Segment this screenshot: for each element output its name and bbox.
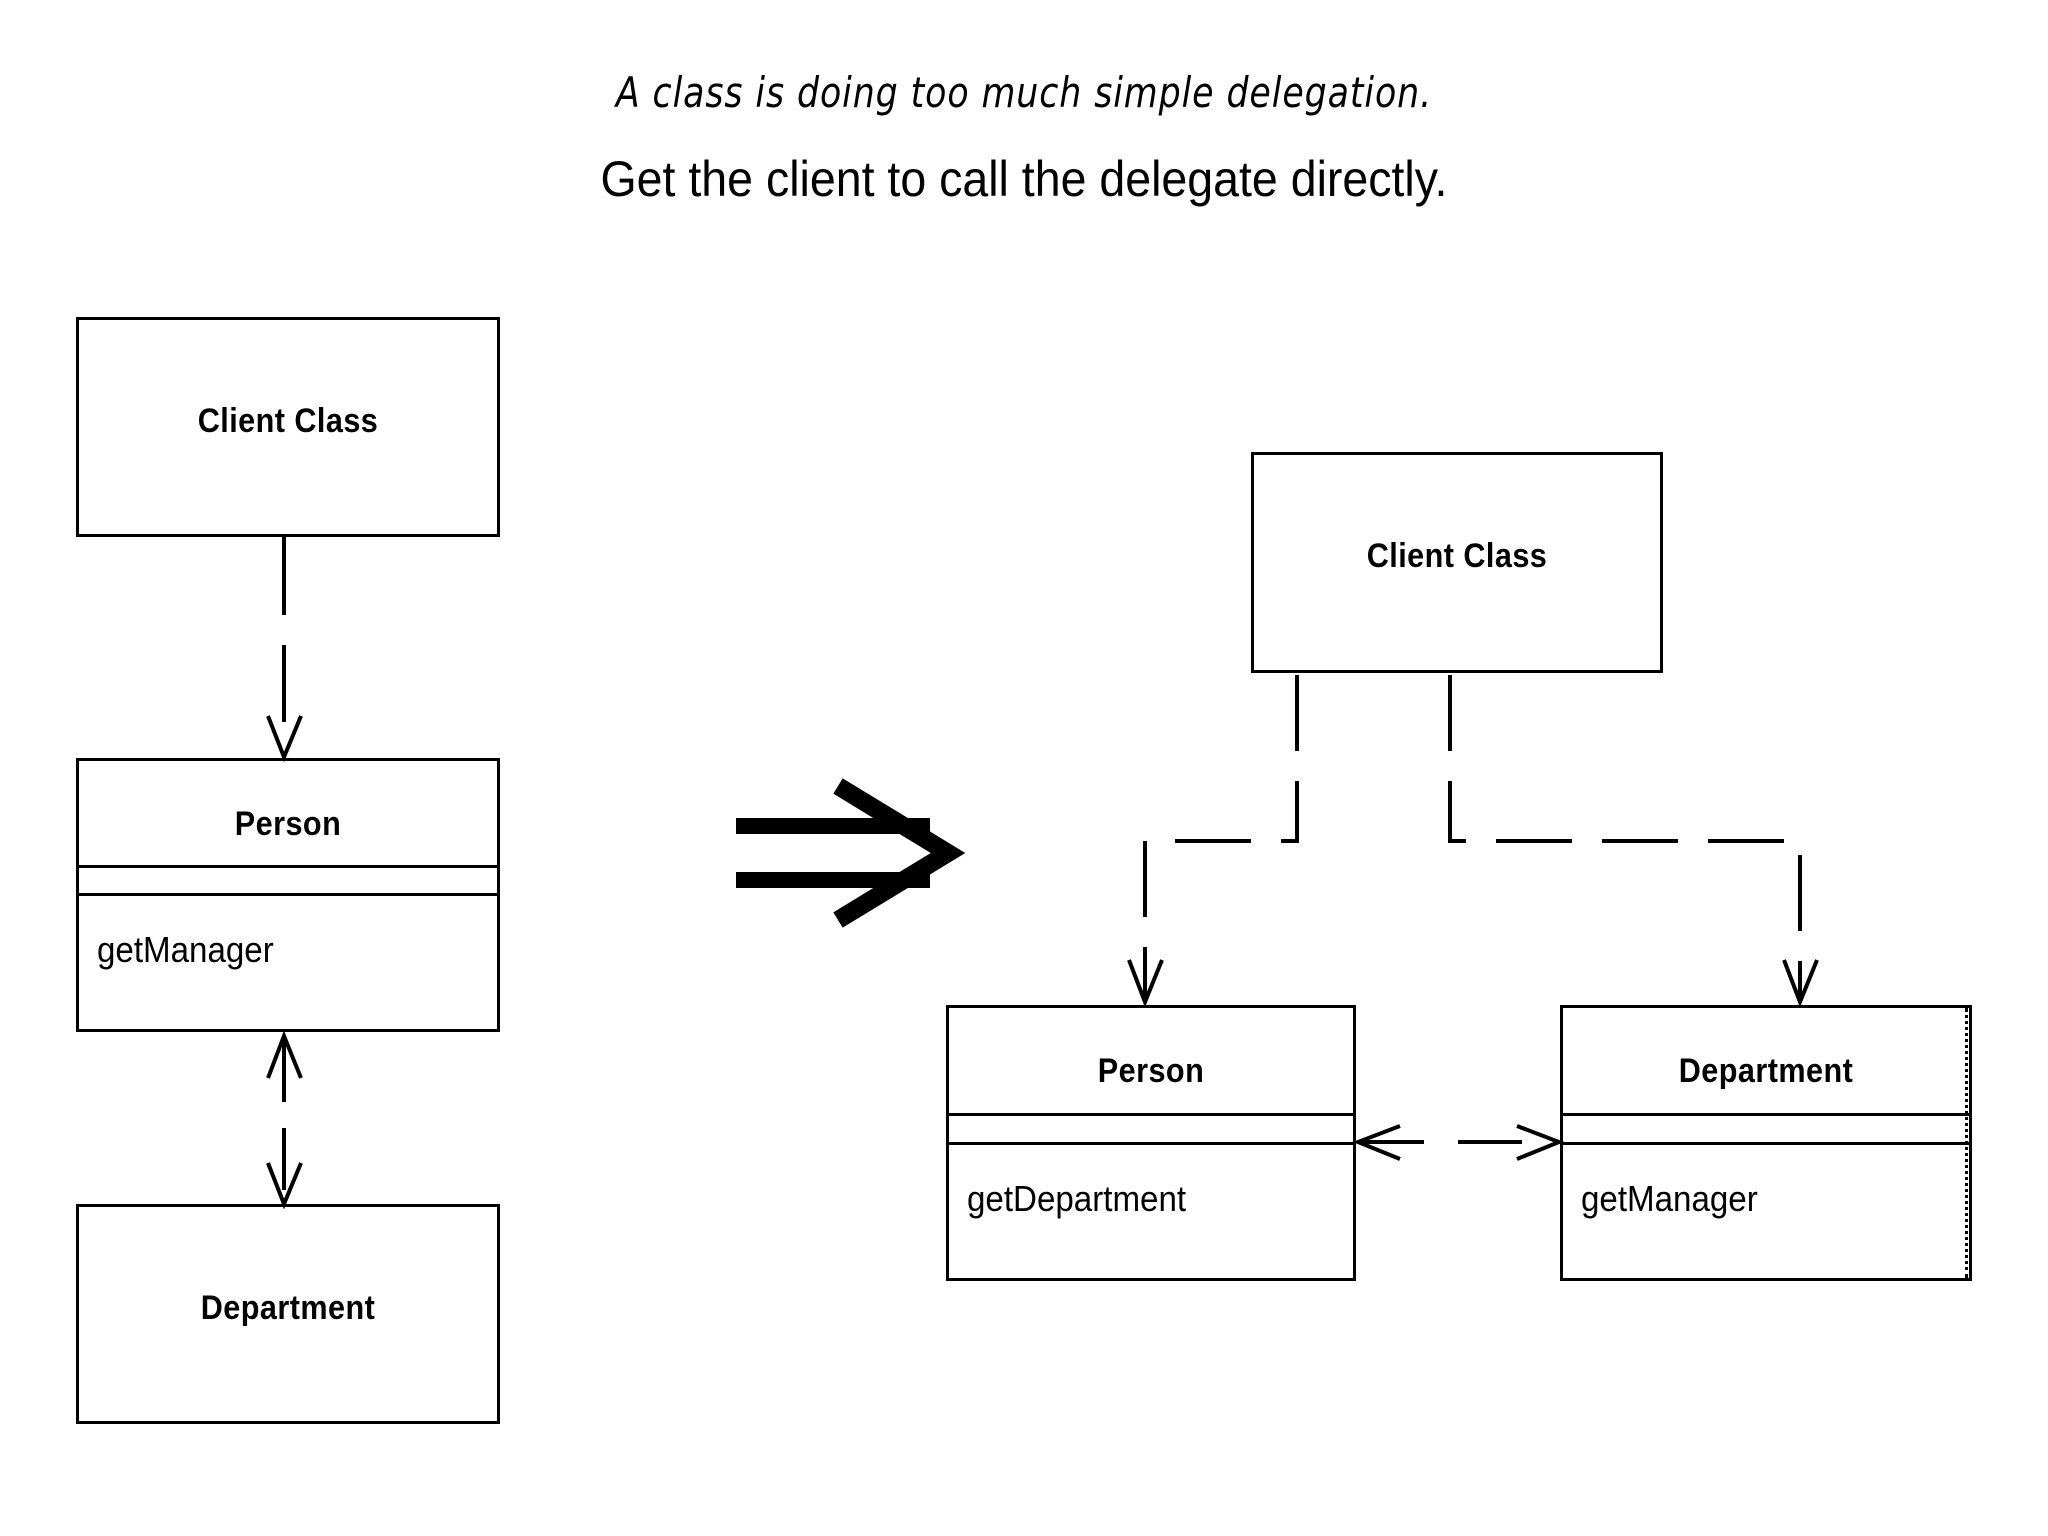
- before-person-method-getmanager: getManager: [97, 929, 274, 970]
- before-class-box-client[interactable]: Client Class: [76, 317, 500, 537]
- after-department-compartment-divider-1: [1563, 1113, 1969, 1116]
- after-department-method-getmanager: getManager: [1581, 1178, 1758, 1219]
- before-connector-client-to-person: [266, 537, 303, 763]
- after-connector-person-department: [1352, 1124, 1565, 1161]
- after-class-box-department[interactable]: Department getManager: [1560, 1005, 1972, 1281]
- after-class-box-client[interactable]: Client Class: [1251, 452, 1663, 673]
- before-arrowhead-person-up: [266, 1030, 303, 1079]
- before-arrowhead-department-down: [266, 1162, 303, 1210]
- after-person-compartment-divider-1: [949, 1113, 1353, 1116]
- before-class-title-client: Client Class: [197, 402, 379, 440]
- before-arrowhead-person: [266, 715, 303, 763]
- after-class-title-client: Client Class: [1366, 537, 1548, 575]
- transform-double-arrow-icon: [736, 778, 966, 928]
- after-class-box-person[interactable]: Person getDepartment: [946, 1005, 1356, 1281]
- before-class-box-person[interactable]: Person getManager: [76, 758, 500, 1032]
- before-person-compartment-divider-2: [79, 893, 497, 896]
- after-connector-client-to-person: [1127, 675, 1299, 1008]
- before-connector-person-department: [266, 1030, 303, 1210]
- after-department-compartment-divider-2: [1563, 1142, 1969, 1145]
- after-arrowhead-department: [1782, 959, 1819, 1008]
- caption-solution-statement: Get the client to call the delegate dire…: [600, 151, 1448, 207]
- after-person-compartment-divider-2: [949, 1142, 1353, 1145]
- after-dep-line-client-person: [1143, 675, 1299, 1001]
- after-arrowhead-department-right: [1516, 1124, 1565, 1161]
- caption-problem-statement: A class is doing too much simple delegat…: [615, 68, 1433, 117]
- before-person-compartment-divider-1: [79, 865, 497, 868]
- after-department-dotted-right-edge: [1965, 1008, 1968, 1278]
- after-class-title-department: Department: [1678, 1052, 1854, 1090]
- before-class-title-person: Person: [234, 805, 342, 843]
- before-class-box-department[interactable]: Department: [76, 1204, 500, 1424]
- after-connector-client-to-department: [1448, 675, 1819, 1008]
- after-dep-line-client-department: [1448, 675, 1802, 1001]
- after-class-title-person: Person: [1097, 1052, 1205, 1090]
- after-person-method-getdepartment: getDepartment: [967, 1178, 1187, 1219]
- after-arrowhead-person-left: [1352, 1124, 1401, 1161]
- before-class-title-department: Department: [200, 1289, 376, 1327]
- after-arrowhead-person: [1127, 959, 1164, 1008]
